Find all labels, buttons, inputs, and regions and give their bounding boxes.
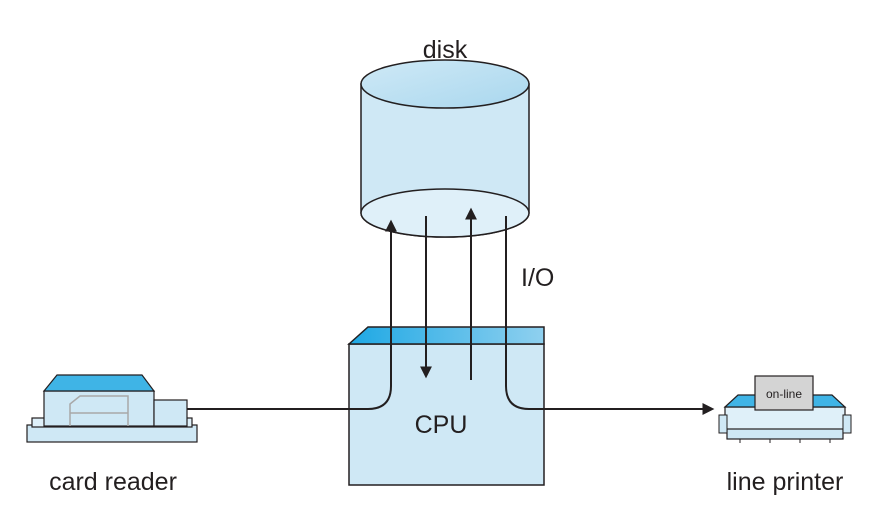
cpu-label: CPU [415,411,468,439]
arrow-disk-to-line-printer [505,216,715,415]
printer-paper [754,375,814,411]
card-reader-label: card reader [49,468,177,496]
printer-feet [739,439,831,443]
disk-label: disk [423,36,468,64]
cpu-front [348,343,545,486]
disk-bottom-rim [360,188,530,238]
on-line-label: on-line [766,387,802,401]
printer-side-right [842,414,852,434]
io-label: I/O [521,264,554,292]
cpu-top [347,326,545,345]
line-printer-label: line printer [727,468,844,496]
cpu [347,326,545,486]
card-reader-slot [69,395,129,426]
arrow-card-reader-to-disk [187,219,397,410]
printer-side-left [718,414,728,434]
io-arrows [187,207,715,415]
card-reader [26,374,198,443]
disk [360,59,530,238]
card-reader-hood [42,374,156,392]
line-printer [718,375,852,443]
disk-top [360,59,530,109]
card-reader-feeder [153,399,188,427]
